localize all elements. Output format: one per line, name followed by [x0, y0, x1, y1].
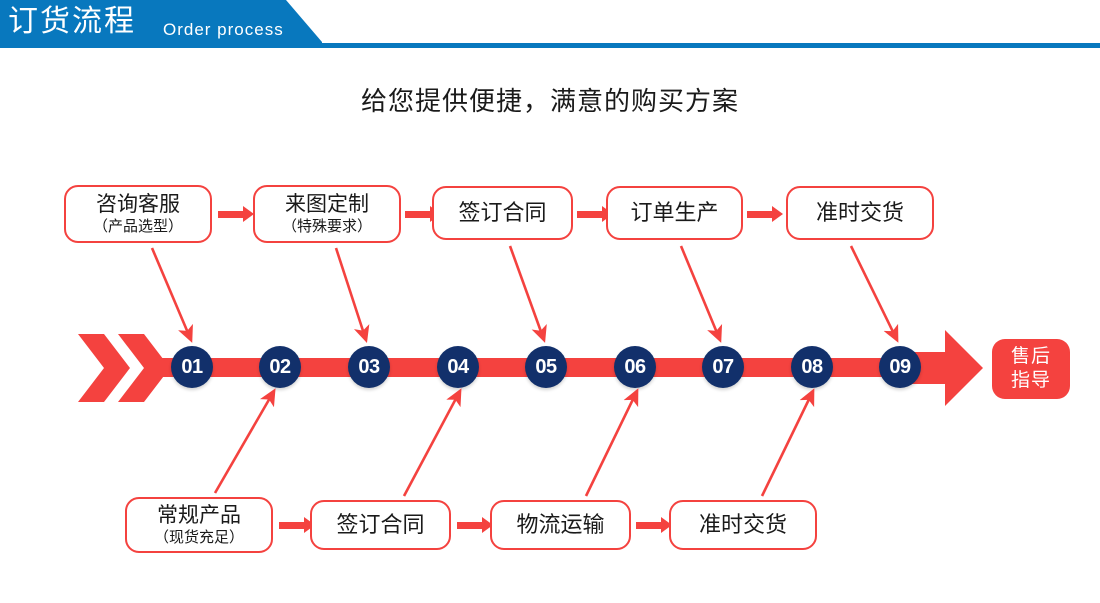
header-title-english: Order process [163, 20, 284, 39]
timeline-node-07: 07 [702, 346, 744, 388]
bottom-connector-3 [636, 517, 672, 533]
after-sales-line-1: 售后 [1010, 346, 1051, 367]
connector-arrowhead [772, 206, 783, 222]
top-connector-4 [747, 206, 783, 222]
connector-shaft [405, 211, 430, 218]
bottom-step-1-title: 常规产品 [157, 504, 241, 527]
top-step-5-title: 准时交货 [815, 200, 904, 225]
top-step-box-1: 咨询客服 （产品选型） [64, 185, 212, 243]
connector-shaft [577, 211, 602, 218]
bottom-connector-2 [457, 517, 493, 533]
after-sales-line-2: 指导 [1010, 370, 1051, 391]
arrow-top5-to-node09 [849, 245, 899, 343]
bottom-step-4-title: 准时交货 [698, 512, 787, 537]
top-step-3-title: 签订合同 [458, 200, 547, 225]
top-step-4-title: 订单生产 [630, 200, 719, 225]
arrow-bottom2-to-node04 [402, 388, 462, 497]
timeline-node-09: 09 [879, 346, 921, 388]
top-step-1-title: 咨询客服 [96, 193, 180, 216]
arrow-top4-to-node07 [679, 245, 723, 343]
connector-arrowhead [661, 517, 672, 533]
bottom-step-box-2: 签订合同 [310, 500, 451, 550]
timeline-chevron-icon-1 [78, 334, 130, 402]
top-connector-1 [218, 206, 254, 222]
bottom-step-box-3: 物流运输 [490, 500, 631, 550]
bottom-step-2-title: 签订合同 [336, 512, 425, 537]
timeline-node-01: 01 [171, 346, 213, 388]
connector-arrowhead [243, 206, 254, 222]
connector-shaft [636, 522, 661, 529]
top-step-box-4: 订单生产 [606, 186, 743, 240]
connector-arrowhead [304, 517, 315, 533]
arrow-top2-to-node03 [334, 247, 370, 343]
connector-shaft [279, 522, 304, 529]
arrow-bottom1-to-node02 [213, 388, 276, 494]
top-step-box-5: 准时交货 [786, 186, 934, 240]
top-step-1-subtitle: （产品选型） [92, 218, 183, 235]
bottom-step-1-subtitle: （现货充足） [153, 529, 244, 546]
page-subtitle: 给您提供便捷，满意的购买方案 [360, 86, 739, 116]
connector-arrowhead [482, 517, 493, 533]
header-band: 订货流程 Order process [0, 0, 1100, 50]
arrow-bottom4-to-node08 [760, 388, 815, 497]
top-step-2-subtitle: （特殊要求） [281, 218, 372, 235]
bottom-step-box-1: 常规产品 （现货充足） [125, 497, 273, 553]
timeline-node-03: 03 [348, 346, 390, 388]
bottom-connector-1 [279, 517, 315, 533]
header-underline [0, 43, 1100, 48]
timeline-node-08: 08 [791, 346, 833, 388]
after-sales-label: 售后 指导 [992, 339, 1070, 399]
timeline-node-06: 06 [614, 346, 656, 388]
arrow-top3-to-node05 [508, 245, 547, 343]
connector-shaft [218, 211, 243, 218]
arrow-top1-to-node01 [150, 247, 193, 343]
timeline-node-02: 02 [259, 346, 301, 388]
top-step-box-2: 来图定制 （特殊要求） [253, 185, 401, 243]
connector-shaft [747, 211, 772, 218]
header-title-chinese: 订货流程 [8, 5, 136, 38]
timeline-node-04: 04 [437, 346, 479, 388]
top-step-2-title: 来图定制 [285, 193, 369, 216]
arrow-bottom3-to-node06 [584, 388, 639, 497]
timeline-node-05: 05 [525, 346, 567, 388]
top-step-box-3: 签订合同 [432, 186, 573, 240]
bottom-step-box-4: 准时交货 [669, 500, 817, 550]
connector-shaft [457, 522, 482, 529]
bottom-step-3-title: 物流运输 [516, 512, 605, 537]
header-blue-shape [0, 0, 322, 48]
